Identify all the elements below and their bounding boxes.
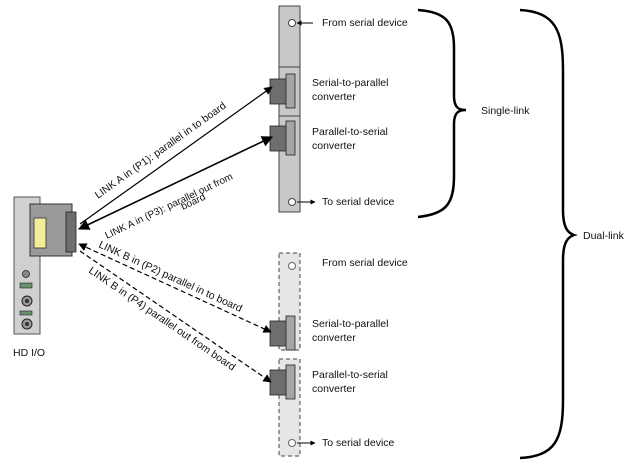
- board-2-converter-a-label-2: converter: [312, 332, 356, 344]
- dual-link-brace: [519, 8, 578, 460]
- board-2-input-jack-icon: [288, 262, 296, 270]
- hd-io-panel: HD I/O: [13, 196, 77, 359]
- board-1-converter-b-icon: [269, 120, 296, 156]
- board-single-link: From serial device Serial-to-parallel co…: [269, 5, 408, 213]
- hd-io-label: HD I/O: [13, 347, 45, 359]
- link-a-p3-line: [77, 136, 274, 230]
- board-2-converter-a-label-1: Serial-to-parallel: [312, 318, 388, 330]
- hd-io-port-icon: [22, 270, 30, 278]
- hd-io-bnc-center-icon: [25, 322, 29, 326]
- dual-link-label: Dual-link: [583, 230, 625, 242]
- board-2-from-label: From serial device: [322, 257, 408, 269]
- hd-io-led-icon: [19, 282, 33, 289]
- board-dual-link: From serial device Serial-to-parallel co…: [269, 252, 408, 457]
- board-1-from-label: From serial device: [322, 17, 408, 29]
- link-b-p4-line: [79, 250, 272, 383]
- board-1-card: [278, 5, 301, 213]
- hd-io-connector-window: [33, 217, 47, 249]
- board-1-converter-b-label-1: Parallel-to-serial: [312, 126, 388, 138]
- board-2-converter-b-label-1: Parallel-to-serial: [312, 369, 388, 381]
- board-1-converter-a-label-2: converter: [312, 91, 356, 103]
- single-link-brace: [417, 8, 467, 219]
- board-2-converter-b-icon: [269, 364, 296, 400]
- board-1-upper-section: [278, 5, 301, 68]
- board-1-input-jack-icon: [288, 19, 296, 27]
- hd-io-connector-plug: [65, 211, 77, 253]
- board-2-to-label: To serial device: [322, 437, 395, 449]
- board-1-converter-a-icon: [269, 73, 296, 109]
- link-b-p2-line: [78, 243, 272, 333]
- board-1-lower-section: [278, 115, 301, 213]
- board-2-converter-b-label-2: converter: [312, 383, 356, 395]
- hd-io-led-icon: [19, 310, 33, 316]
- board-2-converter-a-icon: [269, 315, 296, 351]
- single-link-label: Single-link: [481, 105, 530, 117]
- hd-io-bnc-center-icon: [25, 299, 29, 303]
- board-1-output-jack-icon: [288, 198, 296, 206]
- link-b-p4-label: LINK B in (P4) parallel out from board: [86, 265, 237, 374]
- board-1-to-label: To serial device: [322, 196, 395, 208]
- link-b-p2-label: LINK B in (P2) parallel in to board: [97, 239, 244, 315]
- board-1-converter-a-label-1: Serial-to-parallel: [312, 77, 388, 89]
- board-2-output-jack-icon: [288, 439, 296, 447]
- board-1-converter-b-label-2: converter: [312, 140, 356, 152]
